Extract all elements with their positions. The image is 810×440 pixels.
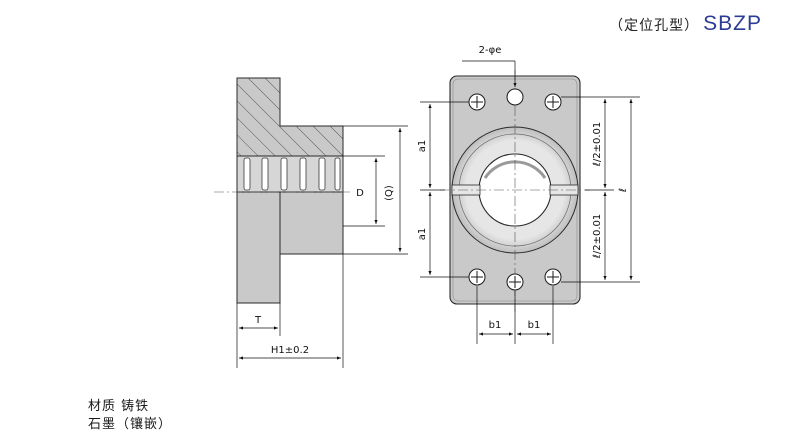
material-notes: 材质 铸铁 石墨（镶嵌） <box>88 398 172 434</box>
hole-top-center <box>506 88 524 106</box>
mounting-holes <box>468 88 562 291</box>
side-view-dimensions <box>236 125 408 368</box>
q-dimension-label: (Q) <box>384 185 395 201</box>
hole-top-right <box>544 93 562 111</box>
total-length-label: ℓ <box>618 188 629 192</box>
hole-bottom-center <box>506 273 524 291</box>
part-title: （定位孔型） SBZP <box>609 12 762 36</box>
a1-bottom-label: a1 <box>417 228 428 241</box>
title-type-label: （定位孔型） <box>609 18 700 34</box>
a1-top-label: a1 <box>417 140 428 153</box>
h1-dimension-label: H1±0.2 <box>271 345 309 356</box>
hole-spec-label: 2-φe <box>479 45 502 56</box>
hole-bottom-right <box>544 268 562 286</box>
hole-top-left <box>468 93 486 111</box>
front-view-dimensions <box>420 60 640 344</box>
t-dimension-label: T <box>254 315 262 326</box>
diameter-d-label: D <box>356 188 364 199</box>
half-length-top-label: ℓ/2±0.01 <box>592 122 603 167</box>
front-view <box>440 70 590 312</box>
b1-right-label: b1 <box>528 320 541 331</box>
half-length-bottom-label: ℓ/2±0.01 <box>592 214 603 259</box>
side-view <box>214 77 352 304</box>
material-line-2: 石墨（镶嵌） <box>88 417 173 432</box>
part-code: SBZP <box>703 12 762 35</box>
material-line-1: 材质 铸铁 <box>88 399 150 414</box>
b1-left-label: b1 <box>489 320 502 331</box>
hole-bottom-left <box>468 268 486 286</box>
